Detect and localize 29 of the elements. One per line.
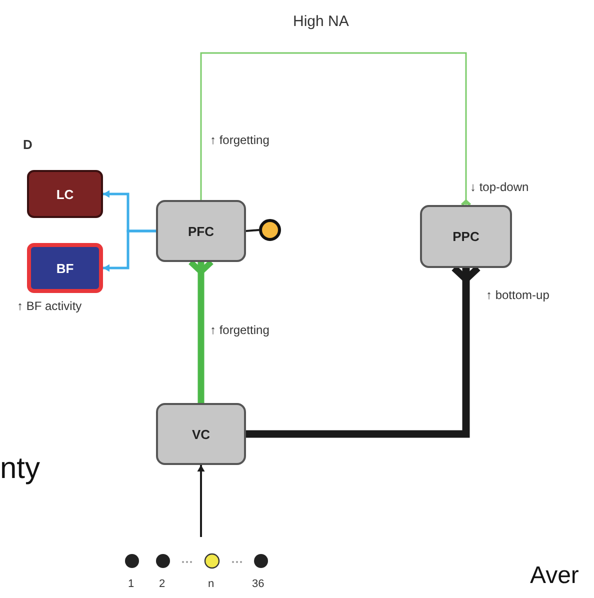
annotation: ↑ bottom-up [486, 288, 550, 302]
circle-node [259, 219, 281, 241]
region-label: PPC [452, 229, 480, 244]
cropped-text: nty [0, 452, 40, 486]
region-label: VC [192, 426, 210, 442]
arrow [197, 465, 205, 537]
region-label: PFC [188, 224, 214, 238]
region-box [156, 403, 246, 465]
annotation: ↑ forgetting [210, 323, 270, 337]
region-box [27, 170, 103, 218]
annotation: ↑ forgetting [210, 133, 270, 147]
input-number: 1 [128, 578, 134, 590]
region-label: BF [56, 260, 74, 276]
arrow [188, 259, 214, 403]
region-label: LC [56, 186, 74, 202]
input-number: n [208, 578, 214, 590]
arrow [200, 52, 472, 206]
region-box [156, 200, 246, 262]
connector-line [246, 229, 260, 232]
panel-letter: D [23, 137, 32, 152]
heading: High NA [293, 13, 349, 30]
annotation: ↓ top-down [470, 180, 529, 194]
input-number: 2 [159, 578, 166, 590]
region-box [420, 205, 512, 268]
annotation: ↑ BF activity [17, 299, 82, 313]
region-box [27, 243, 103, 293]
cropped-text: Aver [530, 562, 579, 590]
arrow [103, 230, 156, 272]
input-number: 36 [252, 578, 264, 590]
